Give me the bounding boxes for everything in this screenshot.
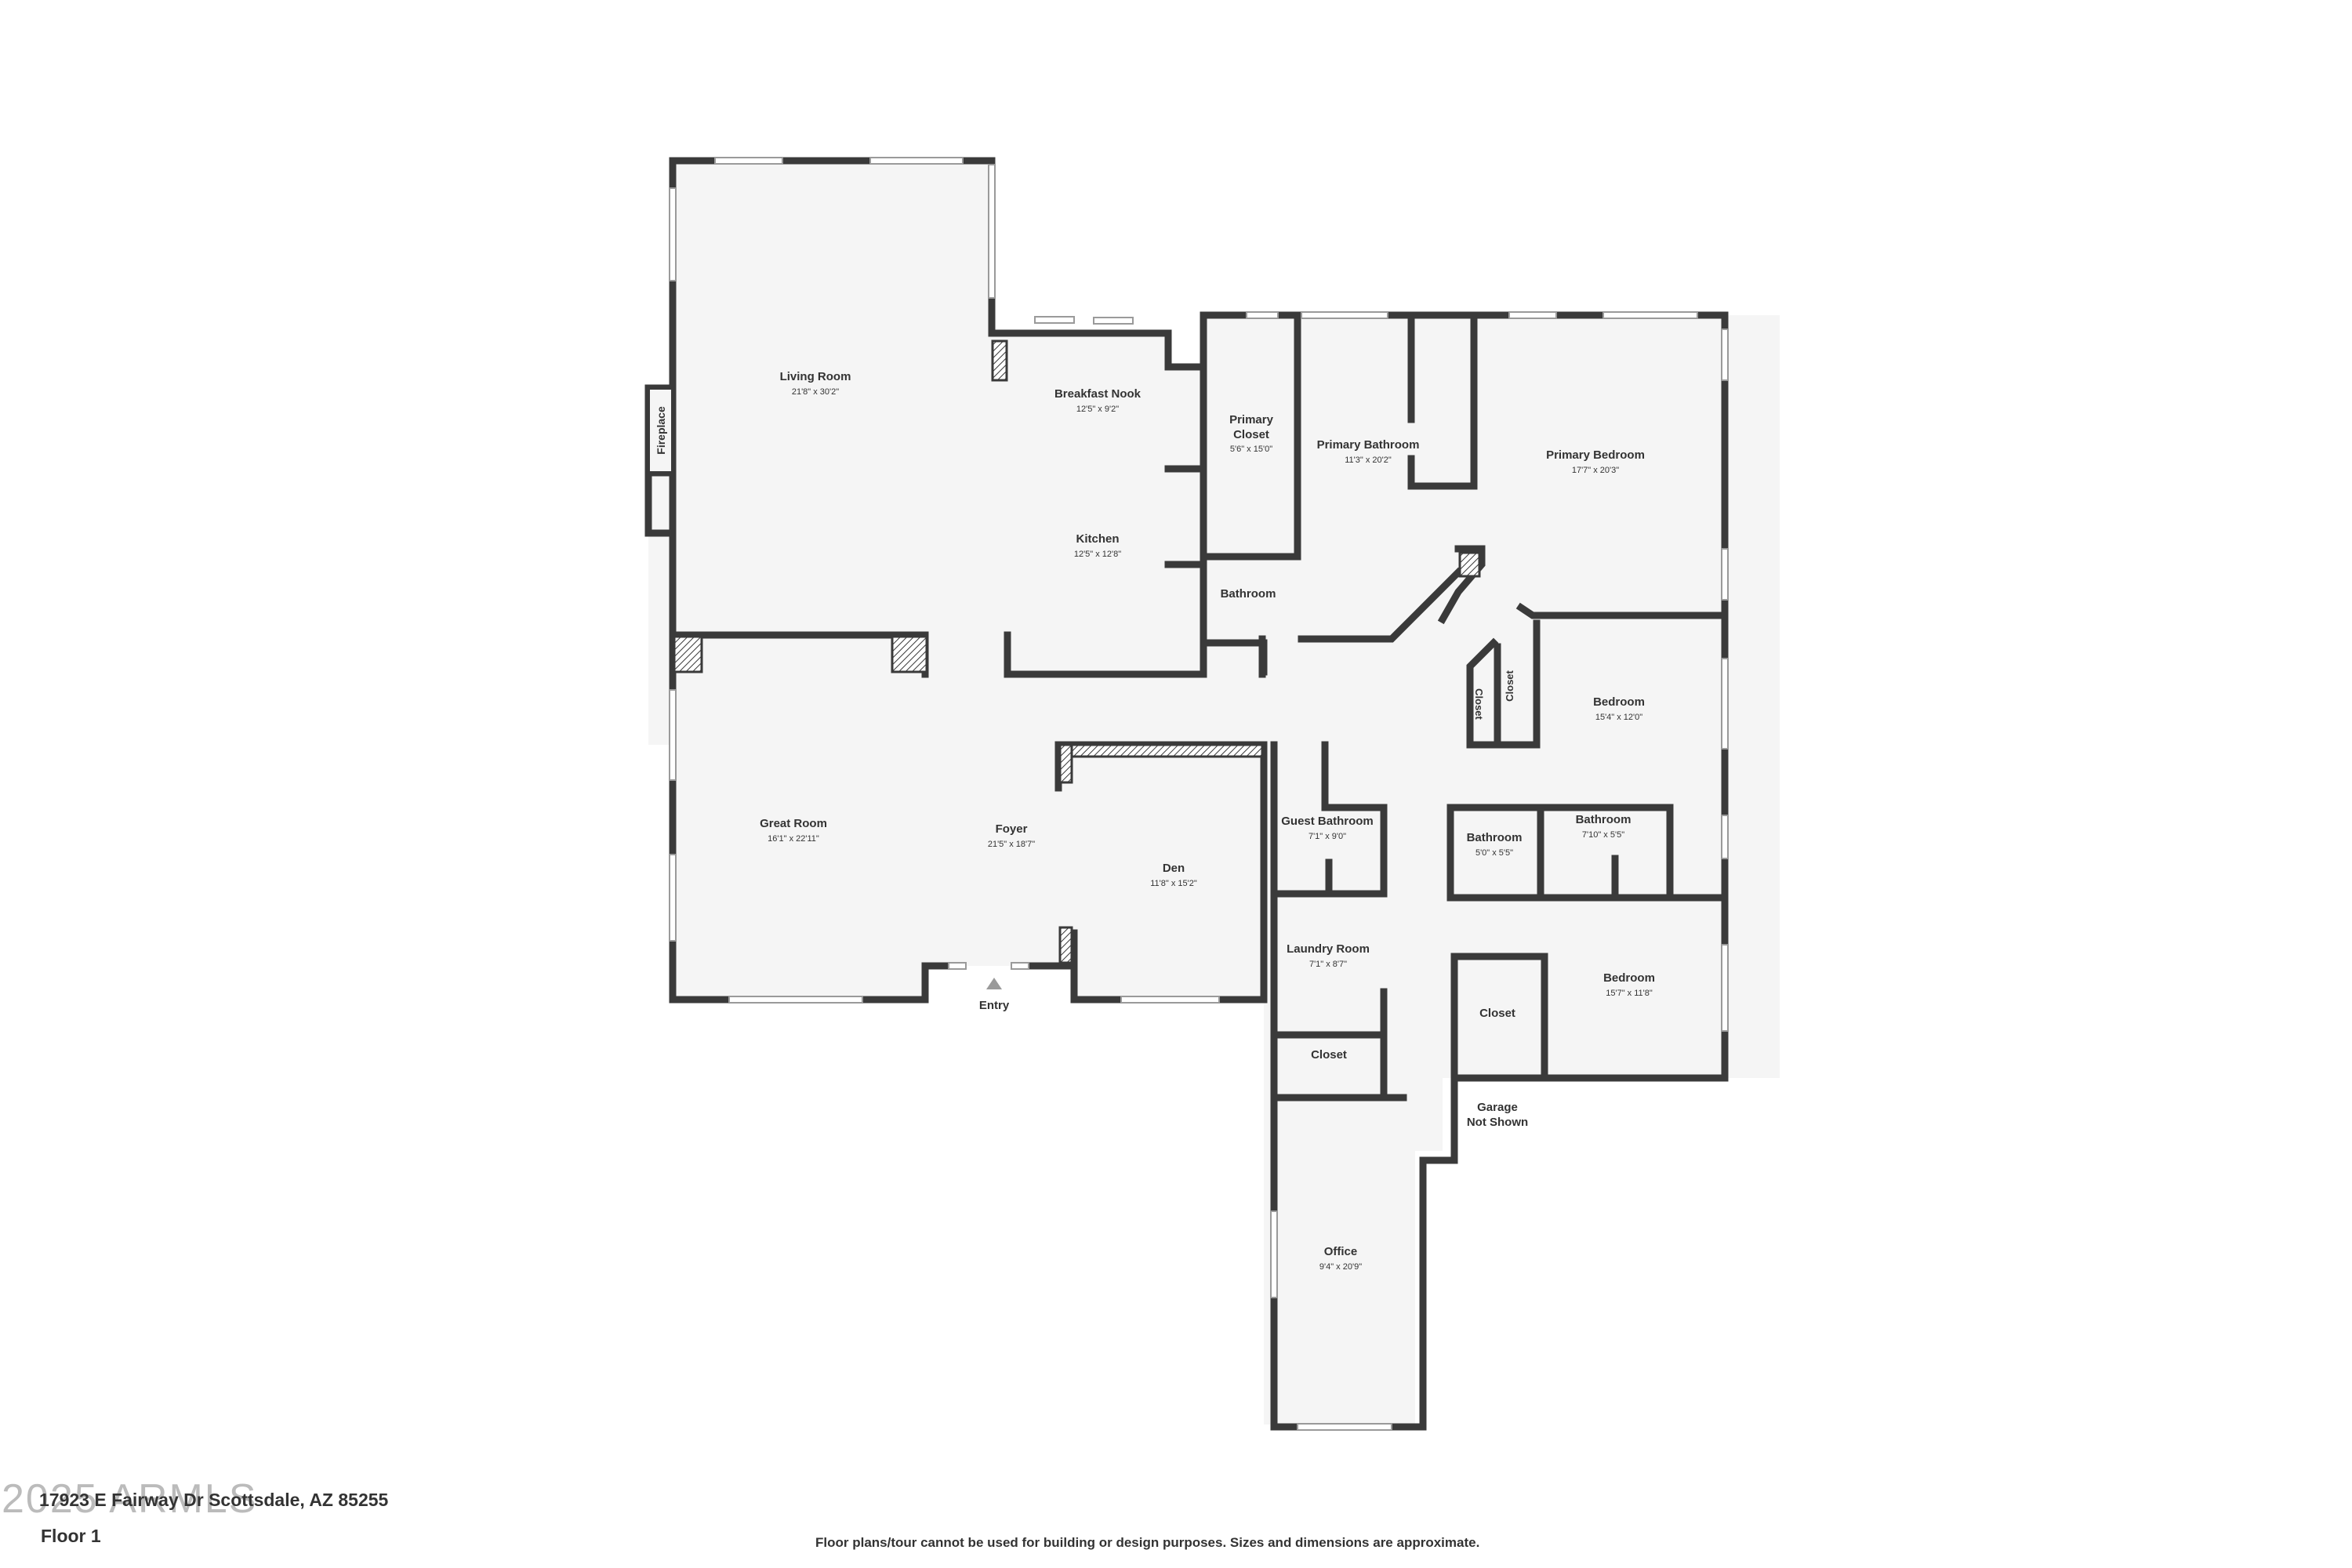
room-closet-b-name: Closet (1504, 670, 1515, 701)
room-bedroom-2-name: Bedroom (1593, 695, 1645, 709)
room-primary-bedroom-dims: 17'7" x 20'3" (1572, 466, 1619, 475)
garage-label-1: Garage (1477, 1101, 1518, 1114)
room-bathroom-mid-name: Bathroom (1576, 813, 1632, 826)
room-living-room-name: Living Room (780, 370, 851, 383)
room-laundry-room-dims: 7'1" x 8'7" (1309, 960, 1347, 969)
room-primary-bathroom-dims: 11'3" x 20'2" (1345, 456, 1392, 465)
room-den-dims: 11'8" x 15'2" (1150, 879, 1197, 888)
room-bedroom-2-dims: 15'4" x 12'0" (1595, 713, 1642, 722)
fireplace-label: Fireplace (655, 406, 667, 455)
room-foyer-name: Foyer (996, 822, 1028, 836)
entry-arrow-icon (986, 978, 1002, 989)
floor-label: Floor 1 (41, 1526, 101, 1546)
room-breakfast-nook-dims: 12'5" x 9'2" (1076, 405, 1119, 414)
entry-marker: Entry (979, 978, 1010, 1012)
room-closet-bedroom3-name: Closet (1479, 1007, 1515, 1020)
room-office-dims: 9'4" x 20'9" (1319, 1262, 1362, 1272)
property-address: 17923 E Fairway Dr Scottsdale, AZ 85255 (39, 1490, 389, 1510)
room-breakfast-nook-name: Breakfast Nook (1054, 387, 1142, 401)
room-closet-a-name: Closet (1473, 688, 1485, 720)
room-den-name: Den (1163, 862, 1185, 875)
room-living-room-dims: 21'8" x 30'2" (792, 387, 839, 397)
watermark: 2025 ARMLS (2, 1476, 258, 1522)
floor-fill (648, 161, 1780, 1425)
room-closet-laundry-name: Closet (1311, 1048, 1347, 1062)
room-great-room-name: Great Room (760, 817, 827, 830)
room-guest-bathroom-name: Guest Bathroom (1281, 815, 1374, 828)
room-primary-closet-name-1: Primary (1229, 413, 1274, 426)
room-bedroom-3-dims: 15'7" x 11'8" (1606, 989, 1653, 998)
room-bathroom-small-dims: 5'0" x 5'5" (1475, 848, 1513, 858)
room-primary-bathroom-name: Primary Bathroom (1317, 438, 1420, 452)
fireplace: Fireplace (647, 387, 674, 474)
structural-columns (673, 339, 1481, 964)
room-bathroom-small-name: Bathroom (1467, 831, 1523, 844)
room-foyer-dims: 21'5" x 18'7" (988, 840, 1035, 849)
room-primary-closet-name-2: Closet (1233, 428, 1269, 441)
windows (669, 157, 1729, 1431)
room-labels: Living Room 21'8" x 30'2" Breakfast Nook… (760, 370, 1655, 1272)
disclaimer: Floor plans/tour cannot be used for buil… (815, 1535, 1480, 1550)
room-laundry-room-name: Laundry Room (1287, 942, 1370, 956)
room-bathroom-mid-dims: 7'10" x 5'5" (1582, 830, 1624, 840)
room-kitchen-name: Kitchen (1076, 532, 1119, 546)
entry-label: Entry (979, 999, 1010, 1012)
room-guest-bathroom-dims: 7'1" x 9'0" (1308, 832, 1346, 841)
room-bathroom-hall-name: Bathroom (1221, 587, 1276, 601)
room-bedroom-3-name: Bedroom (1603, 971, 1655, 985)
garage-label-2: Not Shown (1467, 1116, 1528, 1129)
room-primary-closet-dims: 5'6" x 15'0" (1230, 445, 1272, 454)
room-kitchen-dims: 12'5" x 12'8" (1074, 550, 1121, 559)
room-office-name: Office (1324, 1245, 1358, 1258)
room-primary-bedroom-name: Primary Bedroom (1546, 448, 1645, 462)
room-great-room-dims: 16'1" x 22'11" (768, 834, 819, 844)
